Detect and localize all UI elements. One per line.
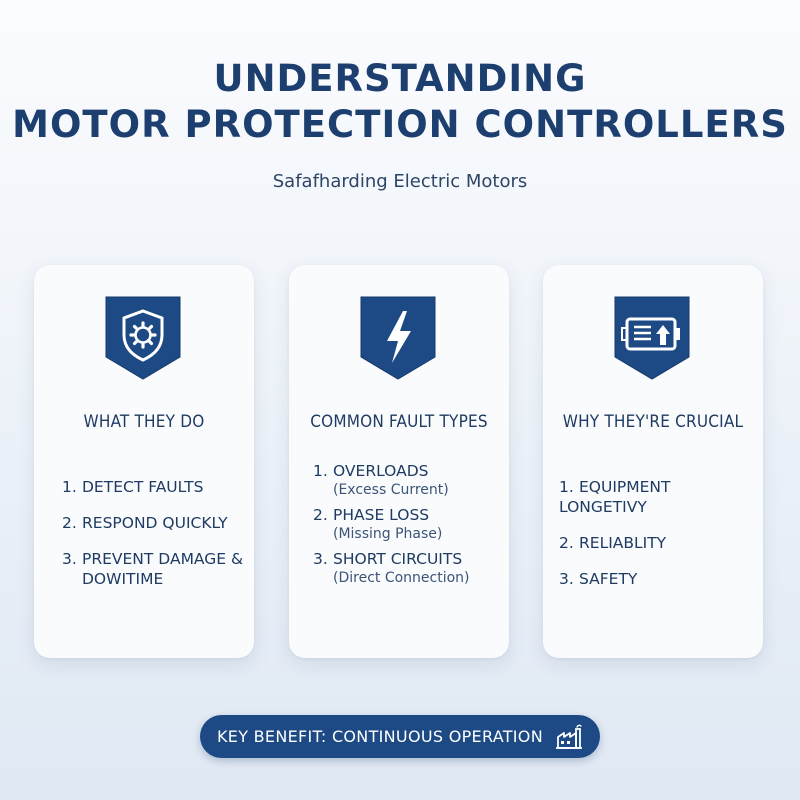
card-title: WHY THEY'RE CRUCIAL bbox=[562, 412, 744, 432]
list-number: 3. bbox=[313, 550, 328, 568]
list-item: 2. RELIABLITY bbox=[559, 533, 753, 553]
key-benefit-label: KEY BENEFIT: CONTINUOUS OPERATION bbox=[217, 727, 543, 746]
list-text: RESPOND QUICKLY bbox=[82, 514, 228, 532]
card-list: 1.EQUIPMENT LONGETIVY 2. RELIABLITY 3. SAF… bbox=[559, 477, 753, 605]
title-line-2: MOTOR PROTECTION CONTROLLERS bbox=[12, 103, 788, 146]
list-number: 1. bbox=[313, 462, 328, 480]
list-text: PREVENT DAMAGE & bbox=[82, 550, 244, 568]
list-text: RELIABLITY bbox=[579, 534, 667, 552]
list-item: 2. RESPOND QUICKLY bbox=[62, 513, 244, 533]
card-title: COMMON FAULT TYPES bbox=[310, 412, 488, 432]
list-text: PHASE LOSS bbox=[333, 506, 430, 524]
card-why-theyre-crucial: WHY THEY'RE CRUCIAL 1.EQUIPMENT LONGETIV… bbox=[543, 265, 763, 658]
factory-icon bbox=[555, 724, 583, 750]
list-item: 3. SHORT CIRCUITS (Direct Connection) bbox=[313, 549, 499, 587]
list-subtext: (Direct Connection) bbox=[333, 570, 470, 586]
list-item: 2. PHASE LOSS (Missing Phase) bbox=[313, 505, 499, 543]
lightning-bolt-icon bbox=[353, 291, 443, 381]
card-list: 1. DETECT FAULTS 2. RESPOND QUICKLY 3. PREV… bbox=[62, 477, 244, 605]
list-number: 1. bbox=[559, 478, 574, 496]
page-subtitle: Safafharding Electric Motors bbox=[272, 171, 528, 192]
list-text: OVERLOADS bbox=[333, 462, 429, 480]
battery-arrow-up-icon bbox=[607, 291, 697, 381]
list-text-continued: DOWITIME bbox=[82, 570, 164, 588]
list-number: 3. bbox=[559, 570, 574, 588]
title-line-1: UNDERSTANDING bbox=[213, 57, 587, 100]
card-common-fault-types: COMMON FAULT TYPES 1. OVERLOADS (Excess C… bbox=[289, 265, 509, 658]
list-subtext: (Missing Phase) bbox=[333, 526, 443, 542]
list-item: 3. SAFETY bbox=[559, 569, 753, 589]
key-benefit-banner: KEY BENEFIT: CONTINUOUS OPERATION bbox=[200, 715, 600, 758]
list-text: DETECT FAULTS bbox=[82, 478, 204, 496]
list-number: 3. bbox=[62, 550, 77, 568]
list-number: 2. bbox=[62, 514, 77, 532]
page-title: UNDERSTANDING MOTOR PROTECTION CONTROLLE… bbox=[0, 56, 800, 148]
list-number: 2. bbox=[559, 534, 574, 552]
list-item: 1.EQUIPMENT LONGETIVY bbox=[559, 477, 753, 517]
list-number: 2. bbox=[313, 506, 328, 524]
list-number: 1. bbox=[62, 478, 77, 496]
list-item: 1. OVERLOADS (Excess Current) bbox=[313, 461, 499, 499]
list-text: SAFETY bbox=[579, 570, 638, 588]
list-item: 3. PREVENT DAMAGE & DOWITIME bbox=[62, 549, 244, 589]
card-what-they-do: WHAT THEY DO 1. DETECT FAULTS 2. RESPOND Q… bbox=[34, 265, 254, 658]
list-text: SHORT CIRCUITS bbox=[333, 550, 463, 568]
card-title: WHAT THEY DO bbox=[83, 412, 205, 432]
list-text: EQUIPMENT LONGETIVY bbox=[559, 478, 671, 516]
card-list: 1. OVERLOADS (Excess Current) 2. PHASE LOS… bbox=[313, 461, 499, 593]
shield-gear-icon bbox=[98, 291, 188, 381]
list-subtext: (Excess Current) bbox=[333, 482, 449, 498]
list-item: 1. DETECT FAULTS bbox=[62, 477, 244, 497]
